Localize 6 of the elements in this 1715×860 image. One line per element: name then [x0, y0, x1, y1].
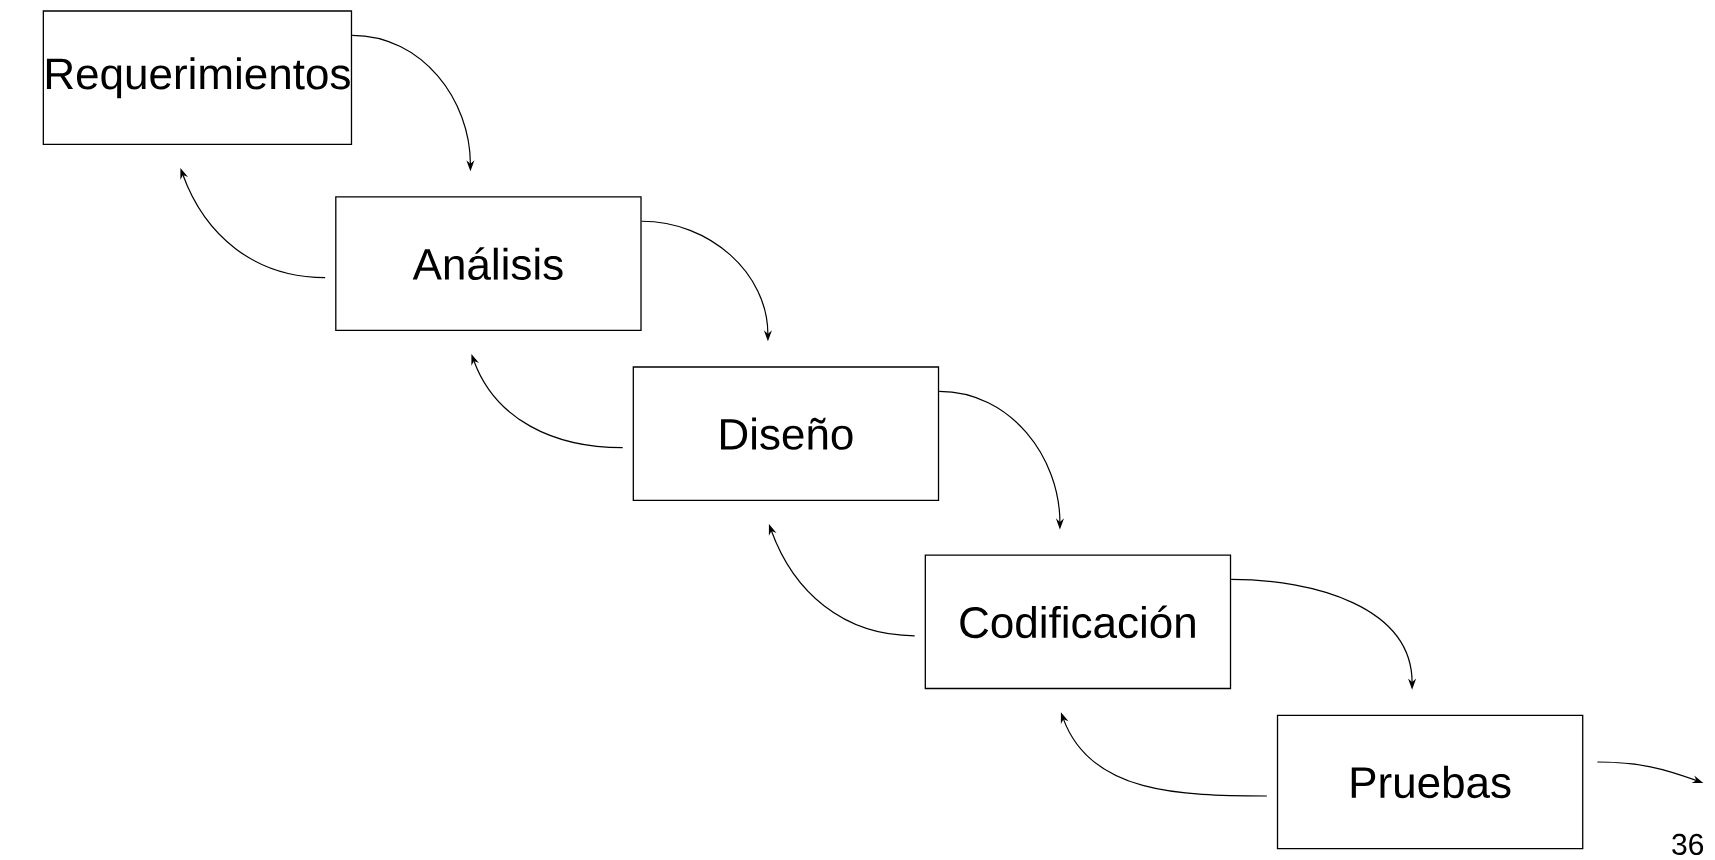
- process-box: Análisis: [335, 196, 642, 331]
- process-box: Diseño: [632, 366, 940, 502]
- page-number: 36: [1672, 833, 1704, 856]
- process-box: Pruebas: [1276, 714, 1584, 850]
- process-box: Codificación: [924, 554, 1232, 690]
- process-box: Requerimientos: [42, 10, 353, 146]
